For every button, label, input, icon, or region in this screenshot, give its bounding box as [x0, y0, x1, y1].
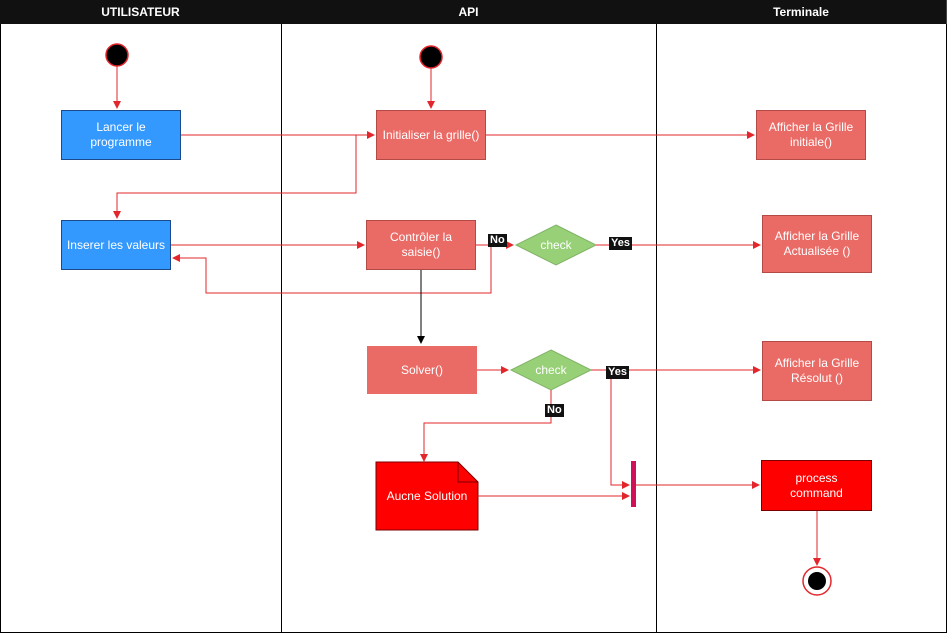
- decision-check-2: [509, 349, 593, 391]
- edge-check2-yes-sync: [610, 370, 630, 489]
- initialiser-grille-node: Initialiser la grille(): [376, 110, 486, 160]
- controler-saisie-node: Contrôler la saisie(): [366, 220, 476, 270]
- aucune-solution-fold: [457, 462, 478, 483]
- afficher-grille-resolut-node: Afficher la Grille Résolut (): [762, 341, 872, 401]
- aucune-solution-node: Aucne Solution: [386, 488, 468, 503]
- afficher-grille-actualisee-node: Afficher la Grille Actualisée (): [762, 215, 872, 273]
- edge-label-no-2: No: [545, 404, 564, 417]
- solver-node: Solver(): [367, 346, 477, 394]
- edge-check2-no-aucune: [420, 390, 552, 462]
- process-command-node: process command: [761, 460, 872, 511]
- start-node-utilisateur: [105, 43, 129, 67]
- lancer-programme-node: Lancer le programme: [61, 110, 181, 160]
- aucune-solution-shape: [375, 461, 479, 531]
- decision-check-1: [514, 224, 598, 266]
- inserer-valeurs-node: Inserer les valeurs: [61, 220, 171, 270]
- sync-bar: [631, 461, 636, 507]
- end-node-inner: [808, 572, 826, 590]
- afficher-grille-initiale-node: Afficher la Grille initiale(): [756, 110, 866, 160]
- lane-header-terminale: Terminale: [656, 0, 947, 24]
- edge-initialiser-inserer: [113, 135, 357, 219]
- lane-header-utilisateur: UTILISATEUR: [0, 0, 282, 24]
- edge-label-yes-2: Yes: [606, 366, 629, 379]
- lane-header-api: API: [281, 0, 657, 24]
- start-node-api: [419, 45, 443, 69]
- edge-label-no-1: No: [488, 234, 507, 247]
- edge-check1-no-inserer: [172, 245, 492, 294]
- edge-label-yes-1: Yes: [609, 237, 632, 250]
